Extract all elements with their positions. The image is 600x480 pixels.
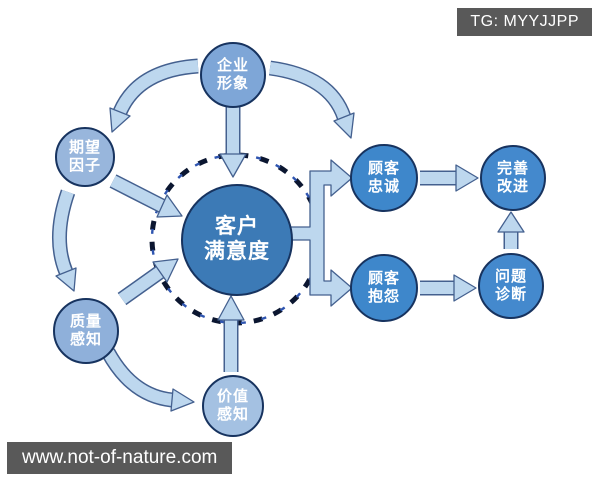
node-label: 完善 — [496, 160, 529, 178]
node-quality-perception: 质量 感知 — [53, 298, 119, 364]
node-label: 期望 — [68, 139, 101, 157]
node-expectation-factor: 期望 因子 — [55, 127, 115, 187]
website-watermark: www.not-of-nature.com — [7, 442, 233, 474]
node-label: 诊断 — [494, 286, 527, 303]
arrow-expectation-to-quality — [52, 189, 77, 292]
node-label: 感知 — [69, 331, 102, 348]
node-label: 质量 — [69, 313, 102, 331]
node-label: 客户 — [215, 215, 259, 239]
arrow-corporate-to-expectation — [109, 58, 199, 133]
node-label: 问题 — [494, 268, 527, 286]
arrow-corporate-to-loyalty — [268, 60, 355, 139]
node-improve-perfect: 完善 改进 — [480, 145, 546, 211]
arrow-corporate-to-center — [219, 104, 247, 178]
arrow-expectation-to-center — [109, 174, 183, 218]
node-customer-complaint: 顾客 抱怨 — [350, 254, 418, 322]
arrow-complaint-to-diagnosis — [420, 274, 477, 302]
node-label: 因子 — [68, 157, 101, 174]
node-label: 价值 — [216, 388, 249, 406]
arrow-diagnosis-to-improve — [497, 211, 525, 249]
node-label: 感知 — [216, 406, 249, 423]
arrow-center-fork-to-loyalty-complaint — [289, 159, 353, 307]
node-label: 企业 — [216, 57, 249, 75]
node-problem-diagnosis: 问题 诊断 — [478, 253, 544, 319]
node-label: 抱怨 — [367, 288, 400, 305]
node-label: 改进 — [496, 178, 529, 195]
tg-watermark-badge: TG: MYYJJPP — [457, 8, 592, 36]
arrow-quality-to-value — [101, 348, 195, 412]
node-corporate-image: 企业 形象 — [200, 42, 266, 108]
node-customer-satisfaction: 客户 满意度 — [181, 184, 293, 296]
node-label: 忠诚 — [367, 178, 400, 195]
arrow-value-to-center — [217, 295, 245, 372]
node-label: 满意度 — [204, 240, 270, 263]
arrow-loyalty-to-improve — [420, 164, 479, 192]
node-value-perception: 价值 感知 — [202, 375, 264, 437]
node-label: 形象 — [216, 75, 249, 92]
node-customer-loyalty: 顾客 忠诚 — [350, 144, 418, 212]
arrow-quality-to-center — [117, 258, 179, 306]
node-label: 顾客 — [367, 160, 400, 178]
node-label: 顾客 — [367, 270, 400, 288]
